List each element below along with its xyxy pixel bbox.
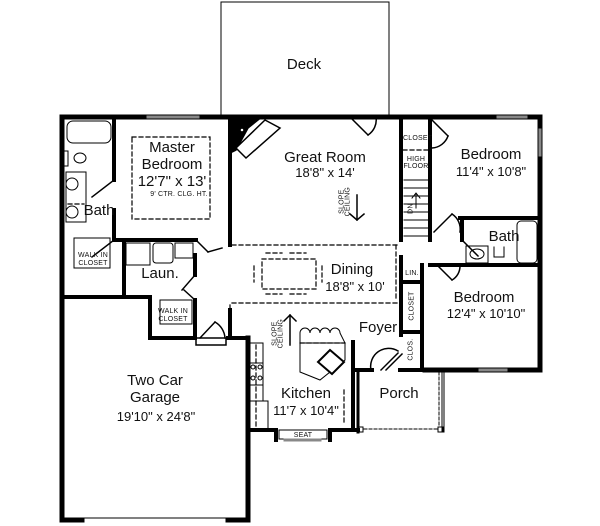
linen-label: LIN. bbox=[405, 270, 419, 277]
bedroom-3-label: Bedroom bbox=[453, 289, 515, 306]
kitchen-label: Kitchen bbox=[280, 385, 332, 402]
great-room-label: Great Room bbox=[284, 149, 366, 166]
great-room-dims: 18'8" x 14' bbox=[295, 165, 355, 180]
seat-label: SEAT bbox=[293, 432, 313, 439]
bedroom-2-label: Bedroom bbox=[460, 146, 522, 163]
laundry-label: Laun. bbox=[141, 265, 179, 282]
kitchen-dims: 11'7 x 10'4" bbox=[273, 403, 339, 418]
foyer-label: Foyer bbox=[358, 319, 398, 336]
master-closet-label-1: WALK IN bbox=[78, 252, 108, 259]
master-bedroom-ceiling-note: 9' CTR. CLG. HT. bbox=[150, 191, 208, 198]
master-bedroom-dims: 12'7" x 13' bbox=[137, 173, 207, 190]
clos-label: CLOS. bbox=[407, 338, 415, 361]
master-bedroom-label-2: Bedroom bbox=[141, 156, 203, 173]
closet-side-label: CLOSET bbox=[408, 291, 416, 321]
bedroom-2-dims: 11'4" x 10'8" bbox=[455, 164, 527, 179]
master-closet-label-2: CLOSET bbox=[78, 260, 108, 267]
kitchen-slope-label-2: CEILING bbox=[277, 318, 285, 349]
high-floor-label-1: HIGH bbox=[406, 156, 426, 163]
garage-label-1: Two Car bbox=[127, 372, 183, 389]
closet-top-label: CLOSET bbox=[403, 135, 433, 142]
deck-label: Deck bbox=[286, 56, 322, 73]
bath-2-label: Bath bbox=[488, 228, 520, 245]
garage-dims: 19'10" x 24'8" bbox=[116, 409, 196, 424]
porch-label: Porch bbox=[379, 385, 419, 402]
dining-dims: 18'8" x 10' bbox=[325, 279, 385, 294]
hall-closet-label-2: CLOSET bbox=[158, 316, 188, 323]
great-room-slope-label-2: CEILING bbox=[344, 186, 352, 217]
stairs-dn-label: DN bbox=[407, 203, 415, 214]
master-bedroom-label-1: Master bbox=[149, 139, 195, 156]
master-bath-label: Bath bbox=[83, 202, 115, 219]
garage-label-2: Garage bbox=[129, 389, 181, 406]
bedroom-3-dims: 12'4" x 10'10" bbox=[446, 306, 526, 321]
dining-label: Dining bbox=[330, 261, 374, 278]
high-floor-label-2: FLOOR bbox=[403, 163, 429, 170]
hall-closet-label-1: WALK IN bbox=[158, 308, 188, 315]
